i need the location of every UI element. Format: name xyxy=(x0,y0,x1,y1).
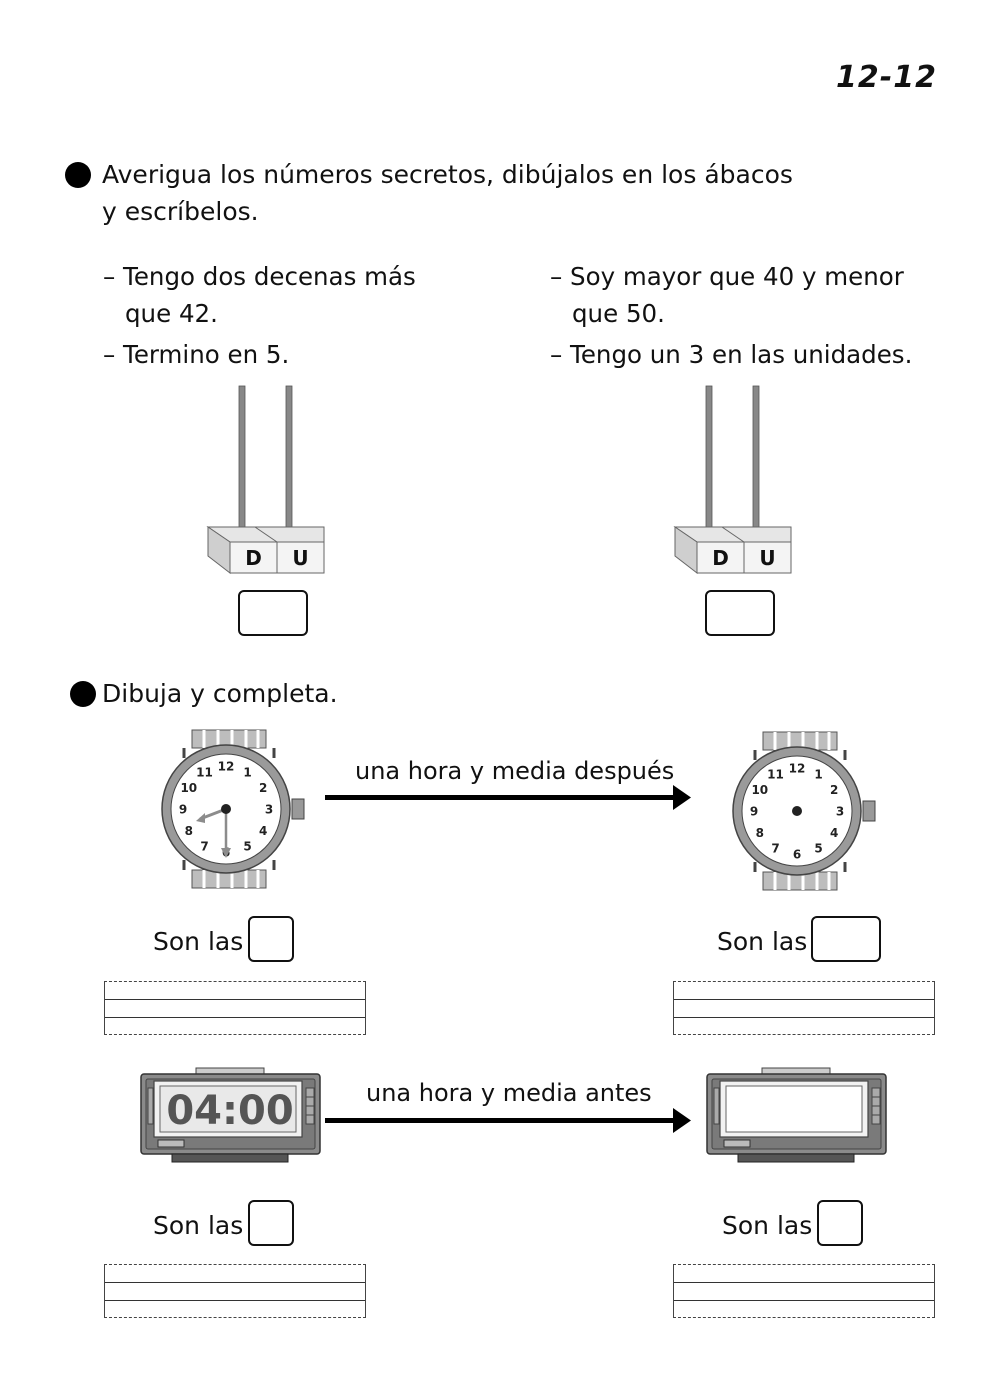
answer-box-watch-left[interactable] xyxy=(248,916,294,962)
son-las-label: Son las xyxy=(722,1211,813,1240)
instruction-line-1: Averigua los números secretos, dibújalos… xyxy=(102,160,793,189)
clock-number: 1 xyxy=(814,767,822,781)
answer-box-left-number[interactable] xyxy=(238,590,308,636)
watch-strap-top xyxy=(762,731,838,751)
abacus-rod-units xyxy=(285,385,293,541)
clock-number: 5 xyxy=(814,842,822,856)
bullet-icon xyxy=(65,162,91,188)
digital-clock-left: 04:00 xyxy=(140,1067,321,1163)
abacus-label-d: D xyxy=(245,546,262,570)
clock-number: 6 xyxy=(793,848,801,862)
watch-strap-bottom xyxy=(191,869,267,889)
abacus-base-front-tens xyxy=(229,541,278,574)
answer-box-right-number[interactable] xyxy=(705,590,775,636)
abacus-right[interactable]: D U xyxy=(667,380,802,580)
writing-lines-left[interactable] xyxy=(104,981,366,1035)
clock-number: 4 xyxy=(259,824,267,838)
right-clue-line-1: – Soy mayor que 40 y menor xyxy=(550,262,904,291)
clock-number: 4 xyxy=(830,826,838,840)
clock-number: 11 xyxy=(767,767,784,781)
abacus-base-front-units xyxy=(743,541,792,574)
clock-small-button xyxy=(157,1139,185,1148)
exercise2-instruction: Dibuja y completa. xyxy=(102,679,338,708)
son-las-label: Son las xyxy=(153,927,244,956)
watch-crown xyxy=(862,800,876,822)
clock-number: 12 xyxy=(789,762,806,776)
left-clues: – Tengo dos decenas más que 42. – Termin… xyxy=(103,258,416,373)
arrow-right-icon xyxy=(325,1108,691,1133)
clock-number: 10 xyxy=(751,783,768,797)
clock-number: 3 xyxy=(265,803,273,817)
abacus-rod-tens xyxy=(238,385,246,541)
abacus-rod-units xyxy=(752,385,760,541)
abacus-label-u: U xyxy=(292,546,308,570)
abacus-rod-tens xyxy=(705,385,713,541)
right-clue-line-2: que 50. xyxy=(572,299,665,328)
clock-number: 9 xyxy=(179,803,187,817)
abacus-base-front-units xyxy=(276,541,325,574)
clock-number: 10 xyxy=(180,781,197,795)
clock-number: 2 xyxy=(830,783,838,797)
clock-number: 8 xyxy=(185,824,193,838)
clock-number: 5 xyxy=(243,840,251,854)
clock-number: 11 xyxy=(196,765,213,779)
watch-crown xyxy=(291,798,305,820)
abacus-left[interactable]: D U xyxy=(200,380,335,580)
answer-box-watch-right[interactable] xyxy=(811,916,881,962)
left-clue-line-2: que 42. xyxy=(125,299,218,328)
clock-stand xyxy=(171,1153,289,1163)
writing-lines-right[interactable] xyxy=(673,1264,935,1318)
answer-box-digital-left[interactable] xyxy=(248,1200,294,1246)
writing-lines-left[interactable] xyxy=(104,1264,366,1318)
answer-box-digital-right[interactable] xyxy=(817,1200,863,1246)
clock-number: 3 xyxy=(836,805,844,819)
clock-number: 2 xyxy=(259,781,267,795)
instruction-line-2: y escríbelos. xyxy=(102,197,259,226)
arrow-right-icon xyxy=(325,785,691,810)
clock-number: 1 xyxy=(243,765,251,779)
bullet-icon xyxy=(70,681,96,707)
watch-hour-hand-tip xyxy=(196,813,205,823)
clock-stand xyxy=(737,1153,855,1163)
digital-clock-time: 04:00 xyxy=(166,1088,293,1134)
digital-clock-right[interactable] xyxy=(704,1066,889,1164)
watch-minute-hand-tip xyxy=(221,848,231,858)
clock-number: 7 xyxy=(771,842,779,856)
clock-number: 8 xyxy=(756,826,764,840)
right-clues: – Soy mayor que 40 y menor que 50. – Ten… xyxy=(550,258,912,373)
clock-small-button xyxy=(723,1139,751,1148)
clock-number: 7 xyxy=(200,840,208,854)
writing-lines-right[interactable] xyxy=(673,981,935,1035)
abacus-label-u: U xyxy=(759,546,775,570)
left-clue-line-1: – Tengo dos decenas más xyxy=(103,262,416,291)
clock-display-empty[interactable] xyxy=(725,1085,863,1133)
page-number: 12-12 xyxy=(836,60,937,95)
abacus-label-d: D xyxy=(712,546,729,570)
clock-number: 9 xyxy=(750,805,758,819)
son-las-label: Son las xyxy=(153,1211,244,1240)
left-clue-line-3: – Termino en 5. xyxy=(103,340,290,369)
son-las-label: Son las xyxy=(717,927,808,956)
exercise1-instruction: Averigua los números secretos, dibújalos… xyxy=(102,156,793,230)
clock-number: 12 xyxy=(218,760,235,774)
arrow1-label: una hora y media después xyxy=(355,757,675,785)
arrow2-label: una hora y media antes xyxy=(366,1079,652,1107)
right-clue-line-3: – Tengo un 3 en las unidades. xyxy=(550,340,913,369)
